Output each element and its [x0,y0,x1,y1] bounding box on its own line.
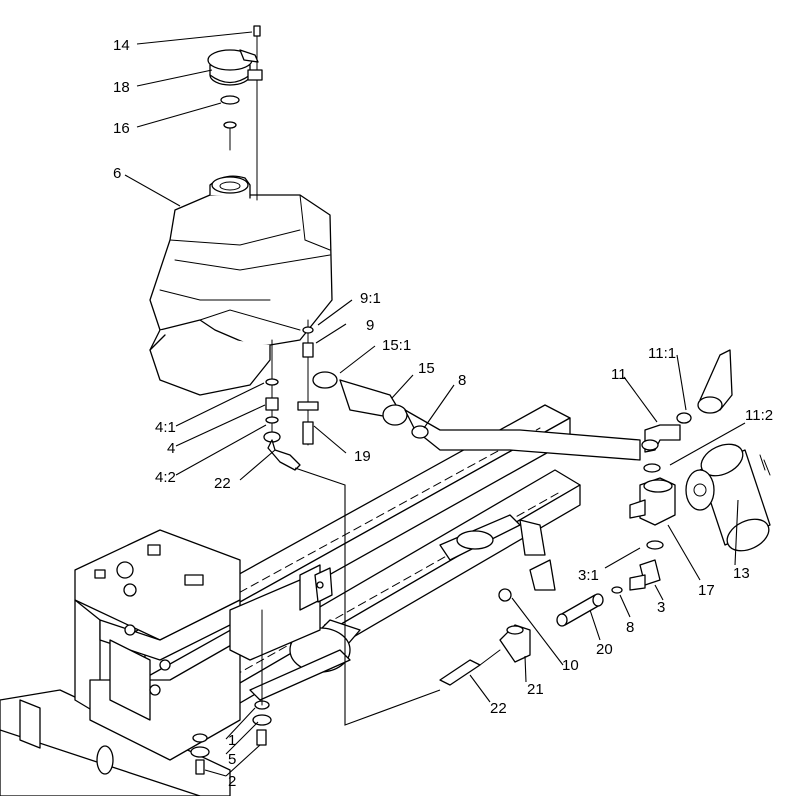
fuel-line-parts [439,586,623,686]
callout-15-1: 15:1 [382,337,411,354]
callout-11-1: 11:1 [648,345,676,362]
callout-19: 19 [354,448,371,465]
fuel-tank [149,175,333,396]
callout-5: 5 [228,751,236,768]
callout-11-2: 11:2 [745,407,773,424]
callout-14: 14 [113,37,130,54]
callout-labels: 14 18 16 6 9:1 9 15:1 15 8 11:1 11 11:2 … [113,37,773,790]
mounting-hardware [190,609,272,775]
callout-3-1: 3:1 [578,567,599,584]
callout-8-upper: 8 [458,372,466,389]
filter-head-assembly [629,349,733,591]
callout-4-1: 4:1 [155,419,176,436]
callout-1: 1 [228,732,236,749]
callout-6: 6 [113,165,121,182]
callout-22-upper: 22 [214,475,231,492]
callout-21: 21 [527,681,544,698]
callout-2: 2 [228,773,236,790]
fuel-filter [685,443,771,552]
callout-10: 10 [562,657,579,674]
callout-8-lower: 8 [626,619,634,636]
callout-4-2: 4:2 [155,469,176,486]
callout-16: 16 [113,120,130,137]
callout-13: 13 [733,565,750,582]
tank-outlet-fittings [263,319,641,471]
callout-17: 17 [698,582,715,599]
callout-4: 4 [167,440,175,457]
fuel-cap-assembly [207,25,263,201]
callout-9-1: 9:1 [360,290,381,307]
route-line [294,467,441,726]
callout-22-lower: 22 [490,700,507,717]
callout-11: 11 [611,366,627,383]
callout-leaders [124,31,746,777]
callout-9: 9 [366,317,374,334]
callout-20: 20 [596,641,613,658]
callout-3: 3 [657,599,665,616]
callout-18: 18 [113,79,130,96]
callout-15: 15 [418,360,435,377]
